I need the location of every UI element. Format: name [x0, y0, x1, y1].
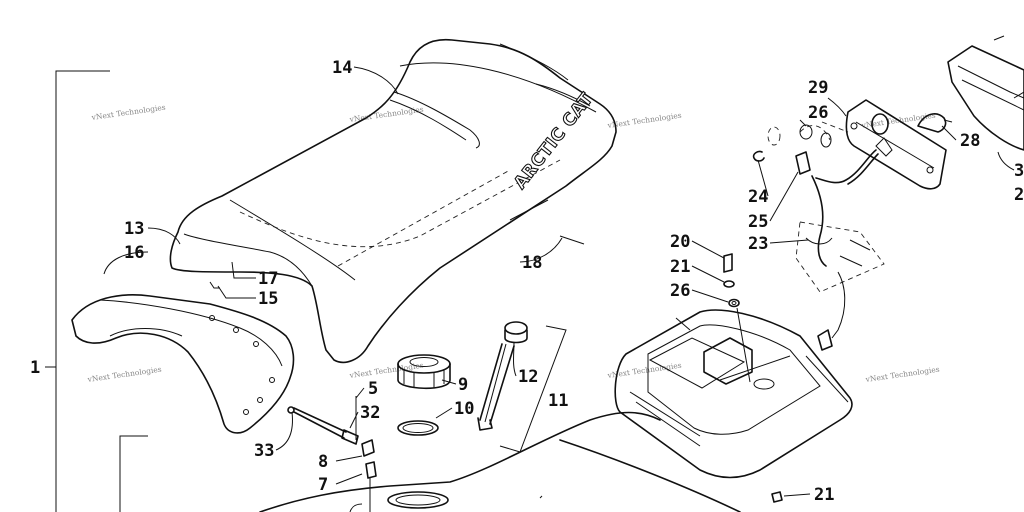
callout-18: 18 [522, 253, 542, 273]
callout-32: 32 [360, 403, 380, 423]
watermark: vNext Technologies [864, 365, 940, 384]
callout-labels: 1 14 13 16 17 15 18 5 9 32 10 33 8 7 12 … [30, 58, 1024, 505]
trim-hole [233, 327, 239, 333]
callout-20: 20 [670, 232, 690, 252]
watermark: vNext Technologies [348, 361, 424, 380]
callout-3: 3 [1014, 161, 1024, 181]
callout-7: 7 [318, 475, 328, 495]
callout-13: 13 [124, 219, 144, 239]
callout-14: 14 [332, 58, 352, 78]
callout-16: 16 [124, 243, 144, 263]
callout-12: 12 [518, 367, 538, 387]
leader-lines [103, 66, 1015, 497]
callout-9: 9 [458, 375, 468, 395]
callout-8: 8 [318, 452, 328, 472]
callout-28: 28 [960, 131, 980, 151]
tail-housing [947, 35, 1024, 151]
callout-24: 24 [748, 187, 768, 207]
fuel-tank [259, 411, 741, 512]
svg-text:ARCTIC CAT: ARCTIC CAT [510, 89, 597, 193]
storage-tray [614, 309, 853, 479]
watermark: vNext Technologies [90, 103, 166, 122]
callout-23: 23 [748, 234, 768, 254]
callout-5: 5 [368, 379, 378, 399]
vent-hose [287, 396, 377, 512]
trim-hole [243, 409, 249, 415]
watermark: vNext Technologies [86, 365, 162, 384]
callout-11: 11 [548, 391, 568, 411]
callout-2: 2 [1014, 185, 1024, 205]
cap-gasket [397, 420, 439, 436]
arctic-cat-logo: ARCTIC CAT [510, 89, 598, 194]
callout-21: 21 [670, 257, 690, 277]
callout-17: 17 [258, 269, 278, 289]
seat: ARCTIC CAT [169, 38, 617, 364]
callout-33: 33 [254, 441, 274, 461]
seat-trim [71, 281, 295, 434]
callout-25: 25 [748, 212, 768, 232]
fuel-cap [397, 354, 451, 390]
callout-26: 26 [808, 103, 828, 123]
assembly-bracket [45, 70, 148, 512]
trim-hole [253, 341, 259, 347]
callout-26b: 26 [670, 281, 690, 301]
callout-1: 1 [30, 358, 40, 378]
callout-29: 29 [808, 78, 828, 98]
tray-fasteners [723, 253, 783, 503]
watermark: vNext Technologies [606, 111, 682, 130]
callout-15: 15 [258, 289, 278, 309]
taillight-assembly [752, 99, 953, 351]
callout-10: 10 [454, 399, 474, 419]
callout-21b: 21 [814, 485, 834, 505]
trim-hole [209, 315, 215, 321]
trim-hole [269, 377, 275, 383]
trim-hole [257, 397, 263, 403]
fuel-gauge [477, 321, 567, 453]
